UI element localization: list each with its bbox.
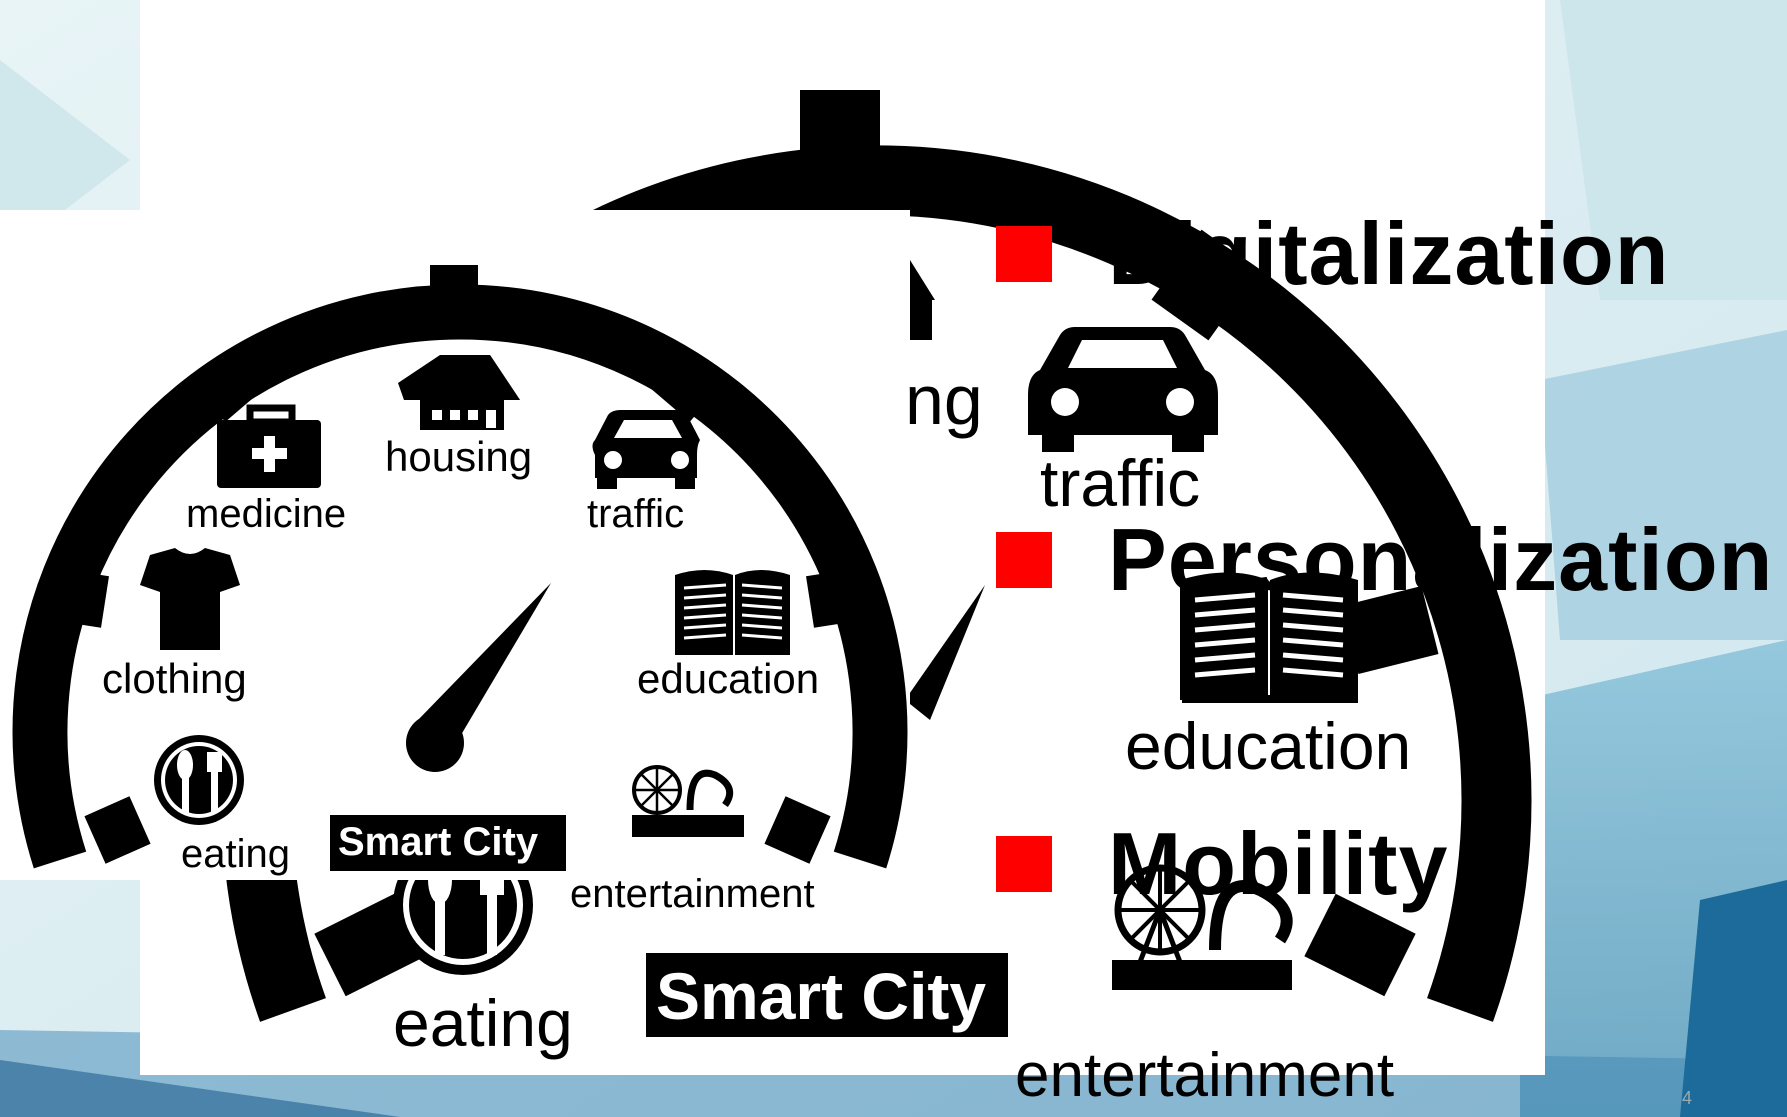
large-label-eating: eating (393, 986, 573, 1060)
small-label-education: education (637, 655, 820, 702)
house-icon (910, 260, 935, 340)
ferris-wheel-icon (1112, 864, 1293, 990)
medicine-kit-icon (217, 404, 321, 488)
large-label-badge: Smart City (656, 959, 987, 1033)
large-label-entertainment: entertainment (1015, 1041, 1395, 1110)
bullet-marker (996, 532, 1052, 588)
large-label-traffic: traffic (1040, 446, 1201, 520)
small-label-housing: housing (385, 433, 533, 480)
small-label-medicine: medicine (186, 492, 347, 536)
bullet-item: Personalization (996, 516, 1773, 604)
bullet-marker (996, 836, 1052, 892)
bullet-marker (996, 226, 1052, 282)
smart-city-badge-small (330, 815, 566, 871)
bullet-label: Digitalization (1108, 204, 1670, 303)
small-dial (0, 210, 910, 880)
small-label-clothing: clothing (102, 655, 247, 702)
bullet-label: Mobility (1108, 814, 1449, 913)
car-icon-small (592, 410, 700, 489)
large-label-education: education (1125, 709, 1412, 783)
smart-city-badge-large (646, 953, 1008, 1037)
small-label-traffic: traffic (587, 492, 685, 536)
book-icon (1180, 572, 1358, 703)
small-label-entertainment: entertainment (570, 872, 815, 916)
small-label-eating: eating (181, 832, 290, 876)
house-icon-small (398, 355, 520, 430)
large-label-housing: ng (905, 361, 983, 439)
small-label-badge: Smart City (338, 820, 539, 864)
book-icon-small (675, 570, 790, 655)
bullet-item: Mobility (996, 820, 1448, 908)
t-shirt-icon (140, 548, 240, 650)
car-icon (1028, 327, 1218, 452)
ferris-wheel-icon-small (632, 765, 744, 837)
bullet-label: Personalization (1108, 510, 1774, 609)
bullet-item: Digitalization (996, 210, 1670, 298)
eating-icon-small (154, 735, 244, 825)
page-number: 4 (1682, 1088, 1693, 1108)
